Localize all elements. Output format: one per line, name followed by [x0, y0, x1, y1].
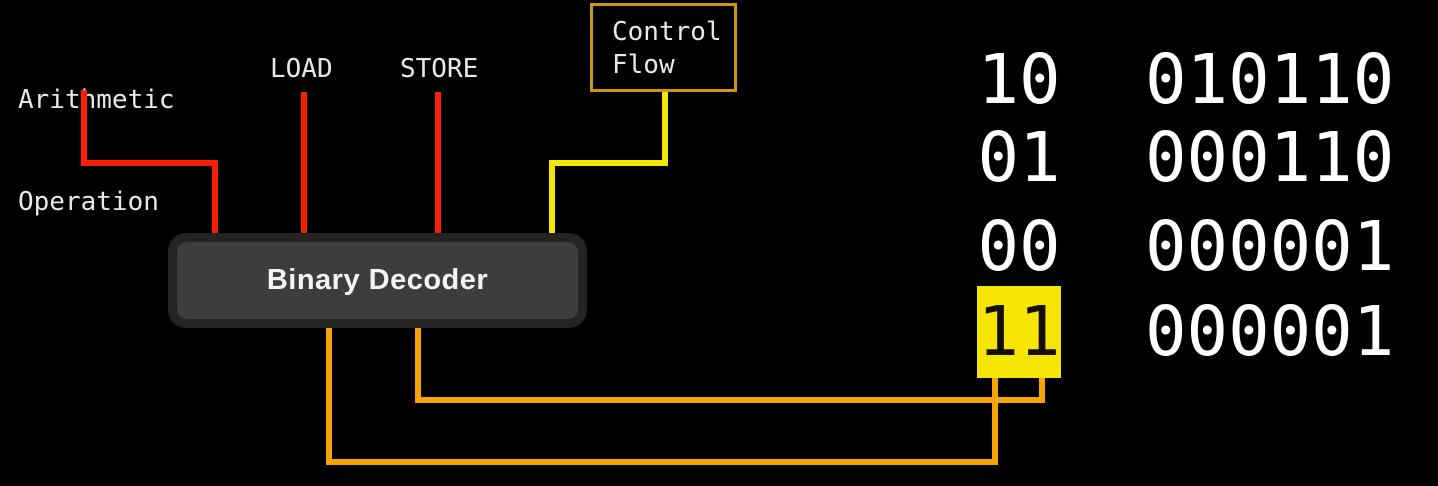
- table-row: 10 010110: [977, 34, 1394, 126]
- binary-decoder-inner-panel: Binary Decoder: [177, 242, 578, 319]
- wire-segment: [415, 397, 1045, 403]
- opcode-cell: 01: [977, 118, 1061, 198]
- wire-segment: [81, 160, 218, 166]
- opcode-cell: 10: [977, 40, 1061, 120]
- instruction-cell: 000001: [1145, 292, 1395, 372]
- control-flow-line2: Flow: [612, 50, 675, 80]
- wire-segment: [549, 160, 555, 233]
- binary-decoder-label: Binary Decoder: [266, 264, 489, 296]
- instruction-cell: 000001: [1145, 207, 1395, 287]
- table-row: 01 000110: [977, 112, 1394, 204]
- wire-segment: [992, 377, 998, 465]
- wire-segment: [326, 459, 998, 465]
- control-flow-box: Control Flow: [590, 3, 737, 92]
- wire-segment: [662, 92, 668, 166]
- control-flow-line1: Control: [612, 17, 722, 47]
- wire-segment: [81, 90, 87, 166]
- wire-segment: [212, 160, 218, 233]
- label-arithmetic-line2: Operation: [18, 187, 159, 217]
- opcode-cell: 00: [977, 207, 1061, 287]
- label-store: STORE: [400, 54, 479, 84]
- label-arithmetic-operation: Arithmetic Operation: [18, 15, 175, 287]
- label-load: LOAD: [270, 54, 333, 84]
- instruction-cell: 000110: [1145, 118, 1395, 198]
- label-arithmetic-line1: Arithmetic: [18, 85, 175, 115]
- wire-segment: [326, 328, 332, 465]
- opcode-table: 10 010110 01 000110 00 000001 11 000001: [977, 0, 1417, 486]
- wire-segment: [415, 328, 421, 403]
- binary-decoder-box: Binary Decoder: [168, 233, 587, 328]
- wire-segment: [435, 92, 441, 233]
- wire-segment: [1039, 377, 1045, 403]
- table-row: 00 000001: [977, 201, 1394, 293]
- wire-segment: [549, 160, 668, 166]
- table-row: 11 000001: [977, 286, 1394, 378]
- instruction-cell: 010110: [1145, 40, 1395, 120]
- opcode-cell-highlighted: 11: [977, 286, 1061, 378]
- wire-segment: [301, 92, 307, 233]
